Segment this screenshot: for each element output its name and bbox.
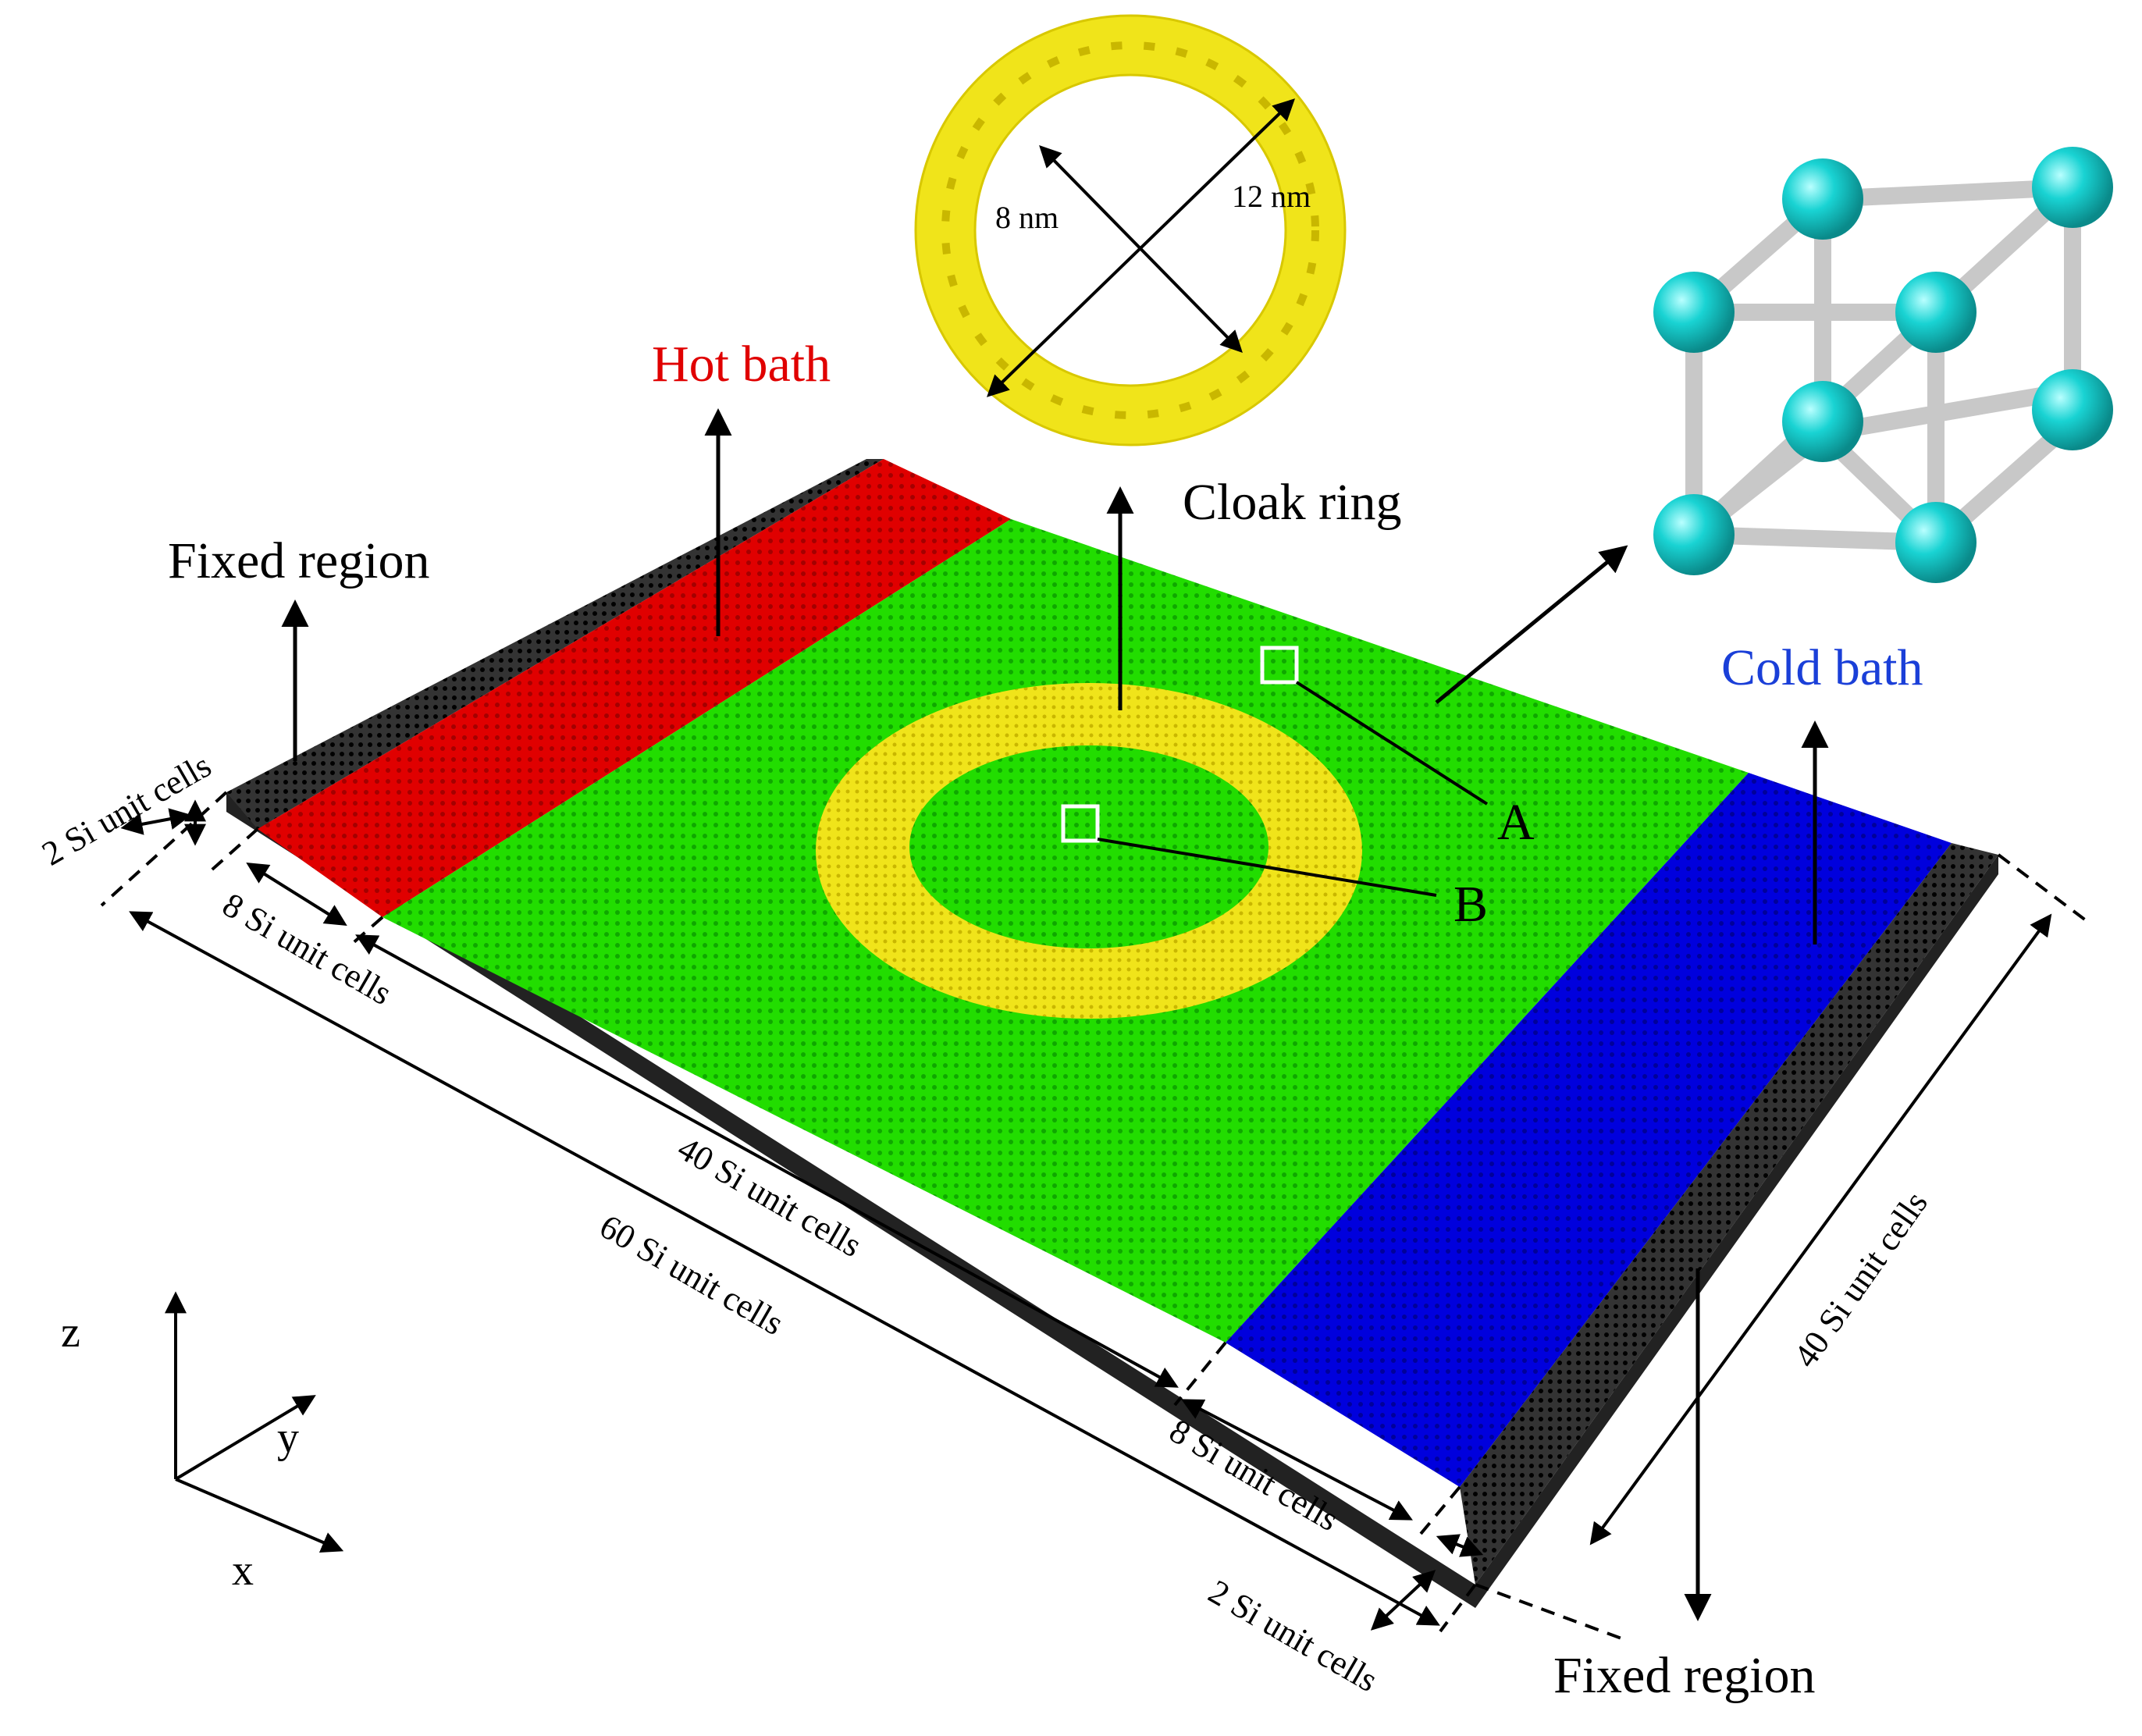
y-axis: [174, 1395, 316, 1481]
coordinate-axes: z y x: [61, 1291, 344, 1595]
label-b: B: [1454, 876, 1488, 933]
cold-bath-label: Cold bath: [1721, 639, 1923, 696]
dim-arrow-fixed-right-x: [1436, 1534, 1484, 1557]
x-axis: [175, 1478, 344, 1553]
dim-arrow-fixed-right-y: [1370, 1570, 1436, 1631]
fixed-region-left-label: Fixed region: [168, 532, 429, 589]
marker-square-a: [1260, 646, 1299, 685]
cloak-ring-label: Cloak ring: [1183, 474, 1401, 531]
dim-arrow-cold-bath: [1181, 1399, 1413, 1521]
dim-label-total: 60 Si unit cells: [593, 1207, 790, 1343]
inner-diameter-label: 8 nm: [995, 200, 1059, 235]
z-axis-label: z: [61, 1308, 80, 1357]
y-axis-label: y: [277, 1414, 299, 1462]
cloak-ring-inset: 8 nm 12 nm: [914, 14, 1347, 446]
dim-label-fixed-left: 2 Si unit cells: [36, 746, 218, 873]
silicon-slab: [226, 459, 1998, 1608]
marker-square-b: [1061, 804, 1100, 843]
dim-label-width: 40 Si unit cells: [1786, 1184, 1935, 1374]
dim-label-fixed-right: 2 Si unit cells: [1202, 1572, 1384, 1699]
x-axis-label: x: [232, 1546, 254, 1595]
hot-bath-strip: [258, 459, 1011, 917]
dim-arrow-width: [1589, 913, 2052, 1546]
outer-diameter-arrow: [986, 98, 1296, 397]
leader-line-a: [1295, 681, 1489, 806]
dim-label-cold-bath: 8 Si unit cells: [1163, 1411, 1345, 1539]
unit-cell-arrow: [1435, 545, 1628, 704]
leader-line-b: [1097, 838, 1437, 897]
label-a: A: [1497, 794, 1535, 851]
fixed-region-right-label: Fixed region: [1553, 1647, 1815, 1704]
si-unit-cell-icon: [1653, 147, 2113, 583]
dim-arrow-fixed-left-x: [120, 808, 192, 835]
cloak-ring-on-slab: [816, 683, 1362, 1019]
hot-bath-label: Hot bath: [652, 336, 831, 393]
outer-diameter-label: 12 nm: [1232, 179, 1311, 214]
